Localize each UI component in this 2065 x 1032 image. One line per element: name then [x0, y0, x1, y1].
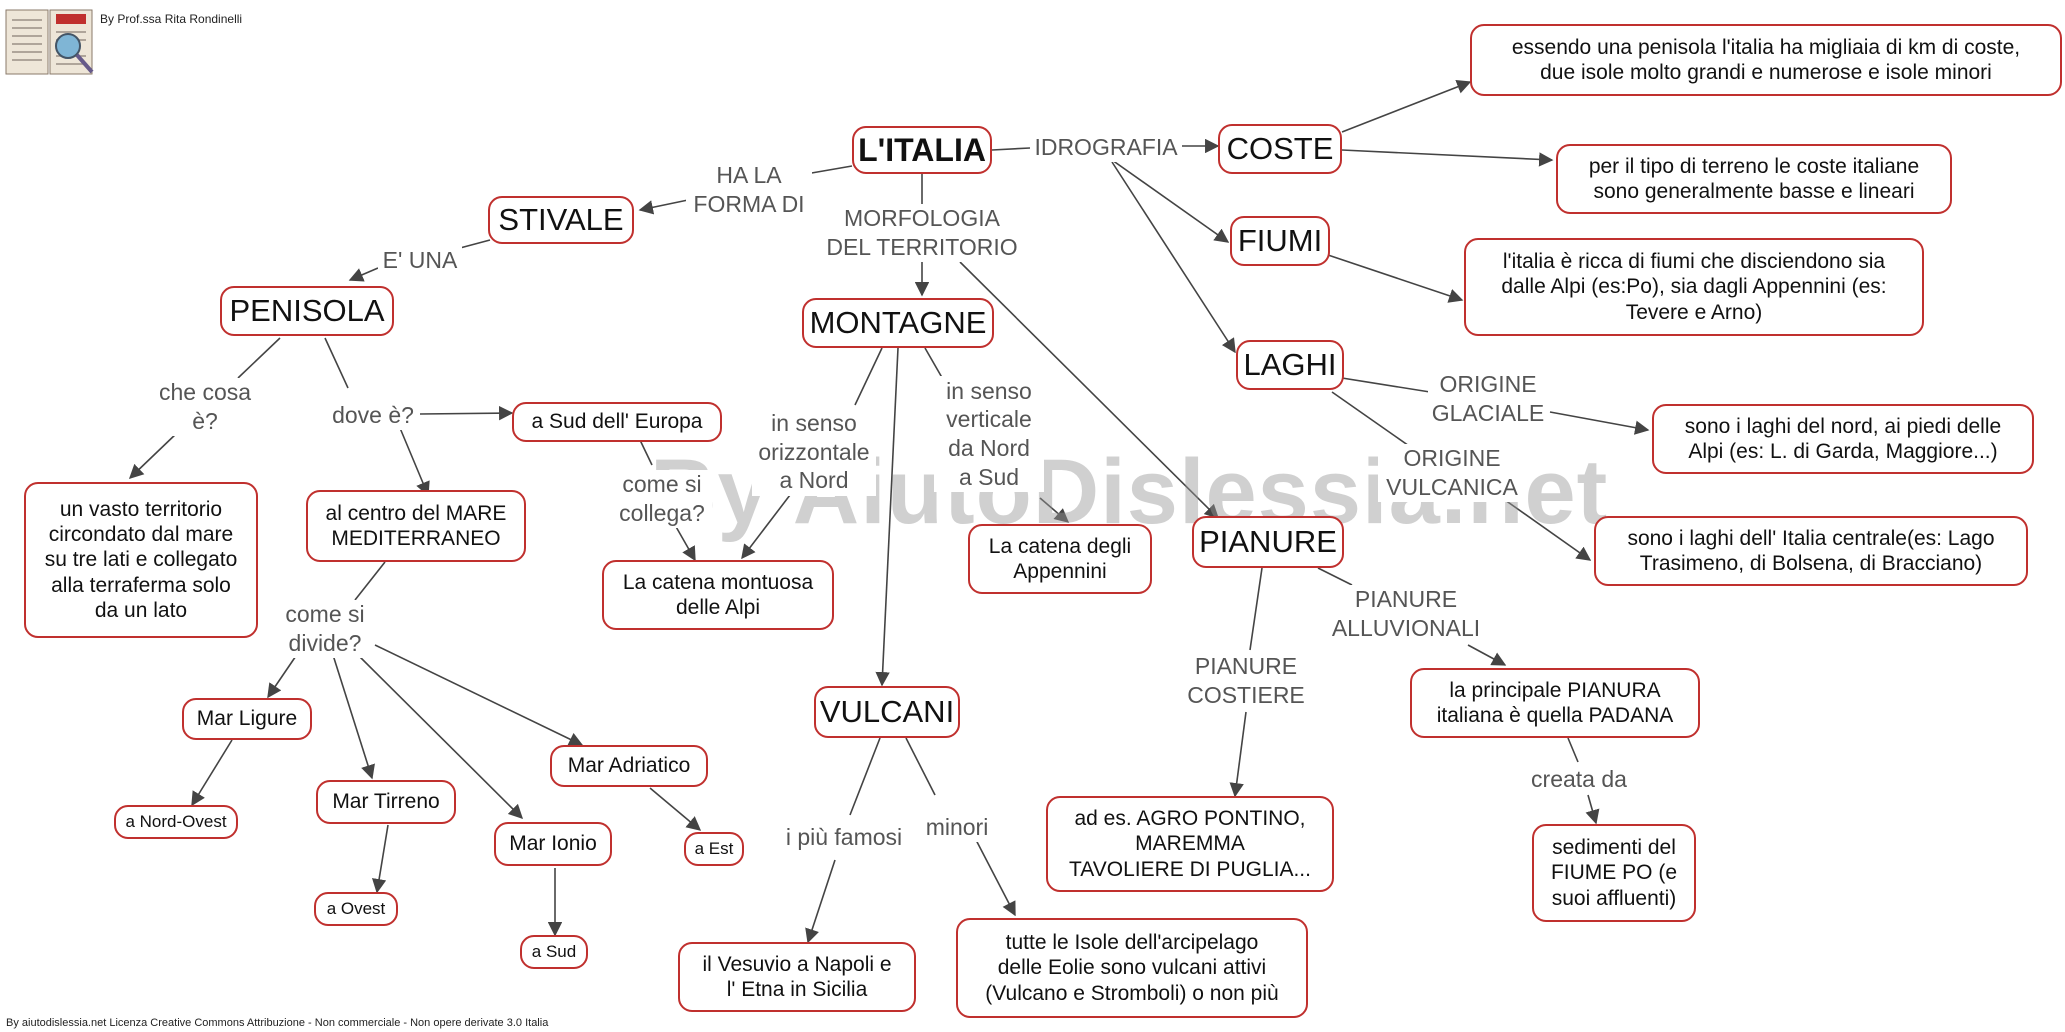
node-laghi-nord[interactable]: sono i laghi del nord, ai piedi delle Al… [1652, 404, 2034, 474]
label-orizzontale: in senso orizzontale a Nord [752, 408, 876, 496]
node-fiumi[interactable]: FIUMI [1230, 216, 1330, 266]
arrow-to-fiumi [1111, 159, 1230, 243]
label-pianure-alluvionali: PIANURE ALLUVIONALI [1328, 585, 1484, 643]
label-verticale: in senso verticale da Nord a Sud [934, 376, 1044, 492]
node-montagne[interactable]: MONTAGNE [802, 298, 994, 348]
node-vesuvio[interactable]: il Vesuvio a Napoli e l' Etna in Sicilia [678, 942, 916, 1012]
line-laghi-vulcanica [1331, 391, 1413, 449]
line-vulcani-famosi [849, 737, 881, 816]
node-sud[interactable]: a Sud [520, 935, 588, 969]
node-appennini[interactable]: La catena degli Appennini [968, 524, 1152, 594]
node-fiumi-desc[interactable]: l'italia è ricca di fiumi che disciendon… [1464, 238, 1924, 336]
node-padana[interactable]: la principale PIANURA italiana è quella … [1410, 668, 1700, 738]
node-mar-tirreno[interactable]: Mar Tirreno [316, 780, 456, 824]
node-mar-ionio[interactable]: Mar Ionio [494, 822, 612, 866]
line-laghi-glaciale [1341, 377, 1431, 393]
label-come-si-divide: come si divide? [276, 600, 374, 658]
node-vulcani[interactable]: VULCANI [814, 686, 960, 738]
arrow-to-nordovest [191, 739, 233, 807]
arrow-to-appennini [1039, 497, 1070, 523]
node-territorio[interactable]: un vasto territorio circondato dal mare … [24, 482, 258, 638]
label-piu-famosi: i più famosi [778, 822, 910, 852]
node-agro[interactable]: ad es. AGRO PONTINO, MAREMMA TAVOLIERE D… [1046, 796, 1334, 892]
node-ovest[interactable]: a Ovest [314, 892, 398, 926]
arrow-to-laghi [1111, 161, 1236, 354]
author-credit: By Prof.ssa Rita Rondinelli [100, 12, 243, 26]
arrow-to-stivale [638, 199, 689, 215]
arrow-to-est [649, 787, 702, 831]
arrow-to-agro [1229, 711, 1247, 798]
line-montagne-orizzontale [854, 347, 883, 406]
line-penisola-dove [324, 337, 349, 389]
node-coste-desc2[interactable]: per il tipo di terreno le coste italiane… [1556, 144, 1952, 214]
node-mar-ligure[interactable]: Mar Ligure [182, 698, 312, 740]
label-ha-la-forma: HA LA FORMA DI [686, 160, 812, 220]
arrow-to-fiumi-desc [1327, 254, 1464, 303]
node-penisola[interactable]: PENISOLA [220, 286, 394, 336]
label-come-si-collega: come si collega? [612, 470, 712, 528]
line-penisola-checosa [237, 337, 281, 379]
line-padana-creata [1567, 737, 1579, 763]
node-stivale[interactable]: STIVALE [488, 196, 634, 244]
license-footer: By aiutodislessia.net Licenza Creative C… [6, 1017, 549, 1029]
node-sedimenti[interactable]: sedimenti del FIUME PO (e suoi affluenti… [1532, 824, 1696, 922]
node-coste-desc1[interactable]: essendo una penisola l'italia ha migliai… [1470, 24, 2062, 96]
arrow-to-pianure [959, 261, 1220, 520]
arrow-to-territorio [128, 431, 179, 479]
label-e-una: E' UNA [378, 245, 462, 275]
arrow-to-coste-desc1 [1341, 80, 1472, 133]
arrow-to-sud-europa [419, 405, 514, 421]
label-origine-vulcanica: ORIGINE VULCANICA [1378, 444, 1526, 502]
arrow-to-padana [1467, 644, 1507, 666]
node-italia[interactable]: L'ITALIA [852, 126, 992, 174]
node-alpi[interactable]: La catena montuosa delle Alpi [602, 560, 834, 630]
arrow-to-laghi-centro [1504, 499, 1592, 561]
label-creata-da: creata da [1524, 764, 1634, 794]
line-pianure-alluvionali [1317, 567, 1353, 586]
arrow-to-vesuvio [805, 859, 836, 944]
line-pianure-costiere [1249, 567, 1263, 651]
label-morfologia: MORFOLOGIA DEL TERRITORIO [822, 204, 1022, 262]
label-minori: minori [920, 812, 994, 842]
line-centro-divide [354, 561, 386, 601]
arrow-to-ovest [371, 824, 389, 894]
line-stivale-eun [459, 239, 491, 249]
node-nord-ovest[interactable]: a Nord-Ovest [114, 805, 238, 839]
node-laghi-centro[interactable]: sono i laghi dell' Italia centrale(es: L… [1594, 516, 2028, 586]
node-mar-adriatico[interactable]: Mar Adriatico [550, 745, 708, 787]
label-pianure-costiere: PIANURE COSTIERE [1182, 652, 1310, 710]
arrow-to-adriatico [374, 644, 584, 746]
arrow-to-centro-mare [399, 427, 430, 497]
node-sud-europa[interactable]: a Sud dell' Europa [512, 402, 722, 442]
arrow-to-ionio [354, 651, 524, 820]
label-origine-glaciale: ORIGINE GLACIALE [1428, 370, 1548, 428]
line-sud-collega [639, 439, 653, 466]
node-centro-mare[interactable]: al centro del MARE MEDITERRANEO [306, 490, 526, 562]
node-eolie[interactable]: tutte le Isole dell'arcipelago delle Eol… [956, 918, 1308, 1018]
arrow-to-penisola [348, 267, 379, 282]
arrow-collega-alpi [674, 524, 696, 562]
arrow-to-sedimenti [1585, 794, 1600, 825]
node-est[interactable]: a Est [684, 832, 744, 866]
line-vulcani-minori [905, 737, 936, 796]
arrow-to-eolie [974, 837, 1016, 917]
node-pianure[interactable]: PIANURE [1192, 516, 1344, 568]
arrow-to-alpi [741, 494, 791, 560]
arrow-to-laghi-nord [1549, 411, 1650, 435]
node-laghi[interactable]: LAGHI [1236, 340, 1344, 390]
arrow-to-coste-desc2 [1341, 149, 1554, 167]
line-italia-idrografia [991, 147, 1031, 151]
label-che-cosa: che cosa è? [150, 378, 260, 436]
label-dove: dove è? [326, 400, 420, 430]
label-idrografia: IDROGRAFIA [1030, 132, 1182, 162]
node-coste[interactable]: COSTE [1218, 124, 1342, 174]
arrow-to-tirreno [332, 654, 375, 780]
book-logo [5, 9, 94, 75]
arrow-to-vulcani [875, 347, 899, 687]
